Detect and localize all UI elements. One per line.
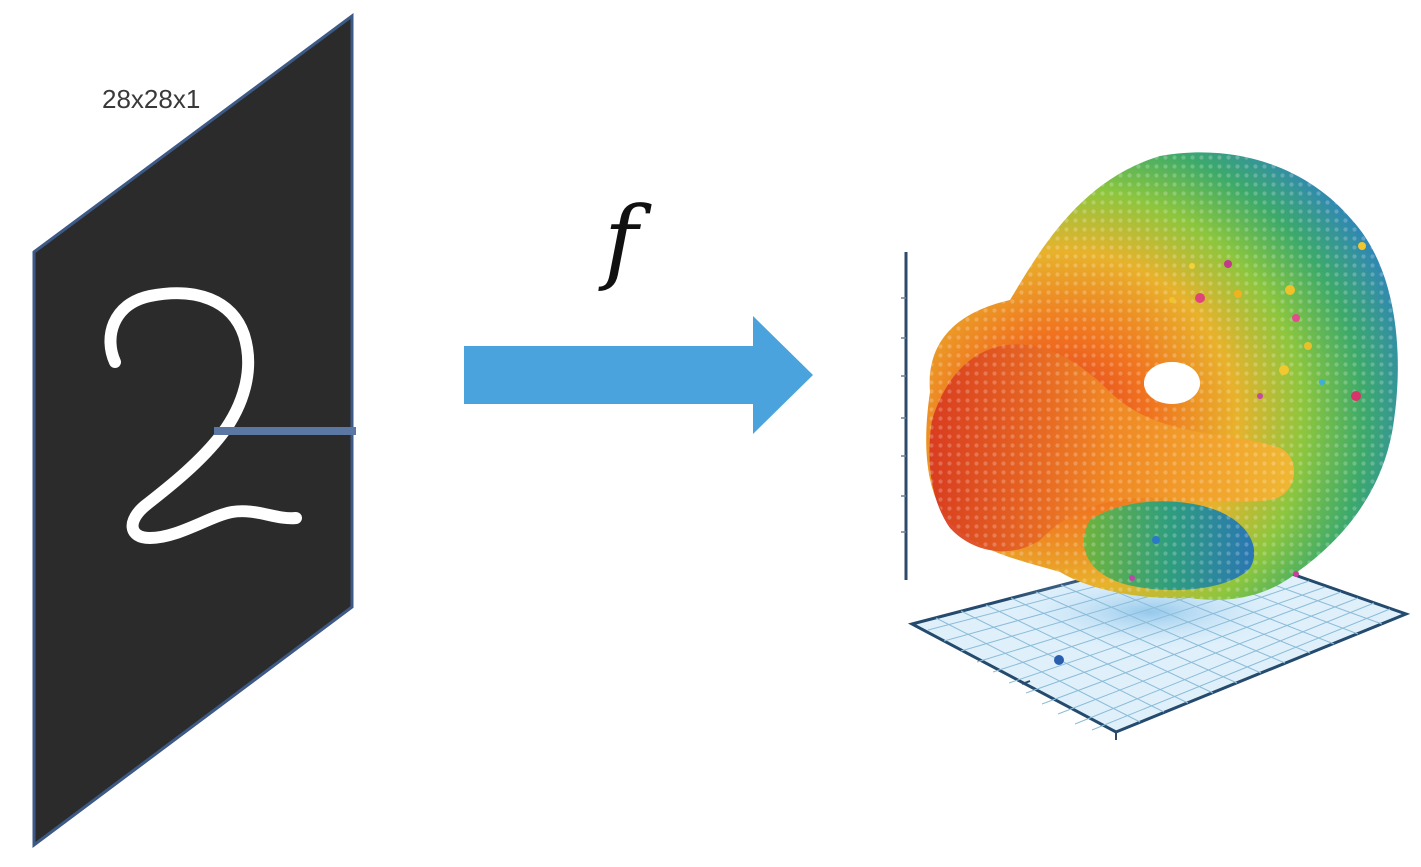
mapping-arrow [464,316,813,434]
torus-manifold [926,152,1398,600]
handwritten-digit-2-glyph [104,287,302,544]
embedding-manifold-plot [901,152,1411,740]
panel-surface [32,13,354,848]
right-arrow-icon [464,316,813,434]
x-axis-tick [1021,680,1031,685]
function-label: f [598,187,652,294]
input-image-panel: 28x28x1 [32,13,356,848]
z-axis-ticks [901,297,906,533]
data-point-marker [1054,655,1064,665]
floor-grid-plane [907,544,1411,734]
scatter-spheres [1129,242,1366,581]
dimension-label: 28x28x1 [102,84,200,114]
